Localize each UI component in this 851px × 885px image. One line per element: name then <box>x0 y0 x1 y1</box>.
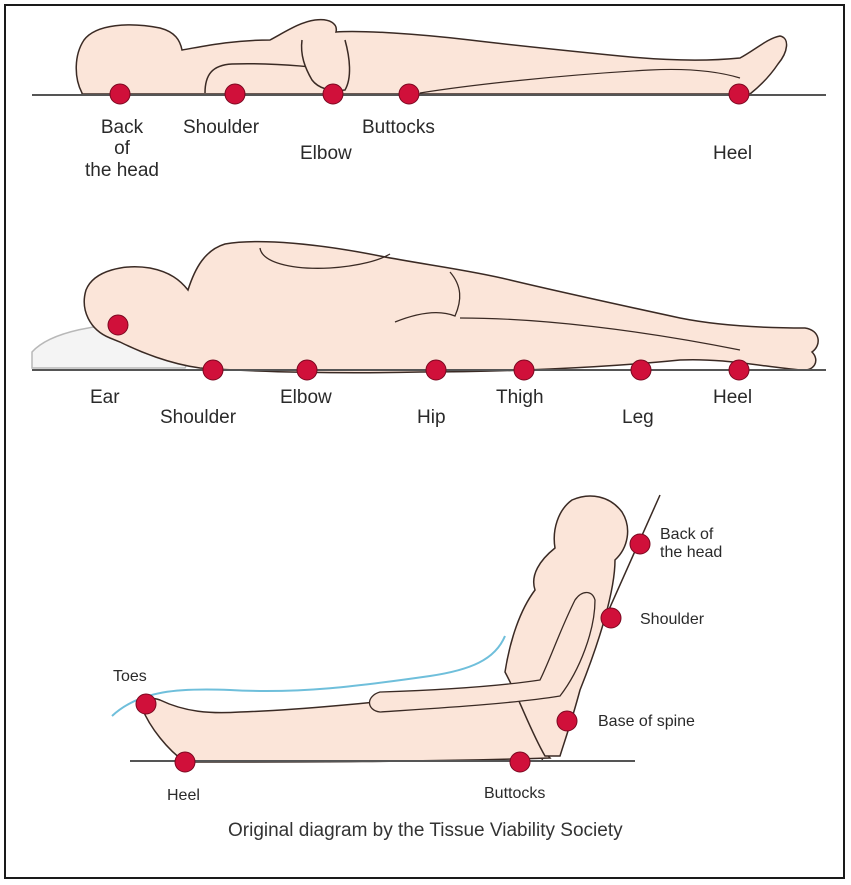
pressure-point-buttocks <box>399 84 419 104</box>
pressure-point-base-of-spine <box>557 711 577 731</box>
pressure-point-elbow <box>297 360 317 380</box>
label-heel: Heel <box>167 787 200 805</box>
pressure-point-thigh <box>514 360 534 380</box>
pressure-point-back-of-head <box>630 534 650 554</box>
label-buttocks: Buttocks <box>362 117 435 138</box>
label-thigh: Thigh <box>496 387 544 408</box>
pressure-point-toes <box>136 694 156 714</box>
pressure-point-hip <box>426 360 446 380</box>
label-heel: Heel <box>713 143 752 164</box>
label-leg: Leg <box>622 407 654 428</box>
pressure-point-elbow <box>323 84 343 104</box>
pressure-point-heel <box>175 752 195 772</box>
label-shoulder: Shoulder <box>640 611 704 629</box>
sitting-figure <box>112 495 660 762</box>
label-back-of-head: Back of the head <box>72 117 172 181</box>
pressure-point-leg <box>631 360 651 380</box>
pressure-point-shoulder <box>203 360 223 380</box>
label-elbow: Elbow <box>280 387 332 408</box>
supine-body <box>76 20 786 94</box>
label-hip: Hip <box>417 407 446 428</box>
pressure-point-shoulder <box>225 84 245 104</box>
label-back-of-head: Back of the head <box>660 526 722 562</box>
pressure-point-buttocks <box>510 752 530 772</box>
pressure-point-heel <box>729 84 749 104</box>
label-ear: Ear <box>90 387 120 408</box>
label-shoulder: Shoulder <box>160 407 236 428</box>
pressure-point-heel <box>729 360 749 380</box>
label-buttocks: Buttocks <box>484 785 545 803</box>
side-lying-body <box>84 242 818 373</box>
label-heel: Heel <box>713 387 752 408</box>
label-toes: Toes <box>113 668 147 686</box>
side-lying-figure <box>32 242 826 373</box>
label-base-of-spine: Base of spine <box>598 713 695 731</box>
pressure-point-ear <box>108 315 128 335</box>
pressure-point-back-of-head <box>110 84 130 104</box>
pressure-point-shoulder <box>601 608 621 628</box>
label-elbow: Elbow <box>300 143 352 164</box>
supine-figure <box>32 20 826 95</box>
label-shoulder: Shoulder <box>183 117 259 138</box>
figure-caption: Original diagram by the Tissue Viability… <box>228 820 623 842</box>
